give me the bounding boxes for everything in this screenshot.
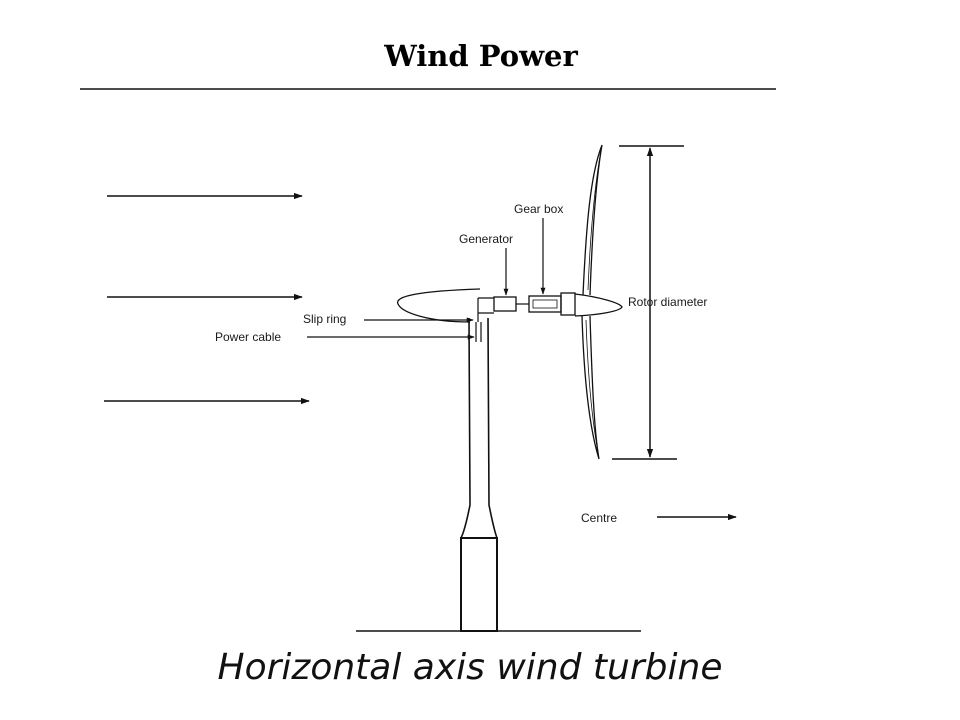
blade-upper-edge <box>587 149 602 291</box>
generator-box <box>493 296 517 312</box>
rotor-hub <box>560 292 576 316</box>
gear-box-housing <box>528 295 562 313</box>
gear-box-inner <box>532 299 558 309</box>
main-shaft <box>477 297 494 322</box>
nacelle <box>397 288 623 342</box>
label-power-cable: Power cable <box>215 330 281 344</box>
hub-nose <box>574 293 623 317</box>
label-centre: Centre <box>581 511 617 525</box>
cable-drop <box>475 322 482 342</box>
tower <box>460 317 498 632</box>
blade-lower-edge <box>585 319 599 453</box>
blade-upper <box>582 144 603 296</box>
tower-base <box>460 537 498 632</box>
page-title: Wind Power <box>383 39 578 73</box>
label-gear-box: Gear box <box>514 202 563 216</box>
tower-taper <box>460 317 498 539</box>
rotor-diameter-dimension <box>612 145 684 460</box>
label-generator: Generator <box>459 232 513 246</box>
label-rotor-diameter: Rotor diameter <box>628 295 707 309</box>
blade-lower <box>581 315 600 460</box>
rotor-blades <box>581 144 603 460</box>
diagram-caption: Horizontal axis wind turbine <box>218 647 723 688</box>
label-slip-ring: Slip ring <box>303 312 346 326</box>
nacelle-shroud <box>397 288 481 323</box>
